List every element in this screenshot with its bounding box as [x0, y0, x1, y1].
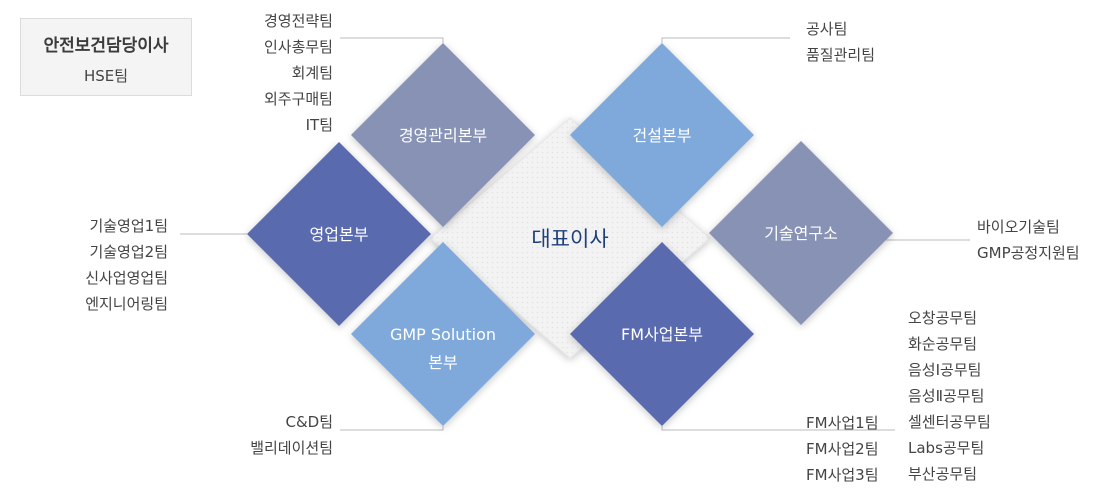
team-item: 바이오기술팀 — [977, 218, 1060, 236]
hse-team-label: HSE팀 — [83, 67, 129, 85]
division-fm-label: FM사업본부 — [621, 325, 703, 344]
team-item: IT팀 — [305, 116, 333, 134]
team-item: Labs공무팀 — [908, 439, 985, 457]
team-item: 신사업영업팀 — [85, 269, 168, 287]
team-item: 화순공무팀 — [908, 335, 978, 353]
team-item: 엔지니어링팀 — [85, 295, 168, 313]
gmp-team-list: C&D팀 밸리데이션팀 — [250, 409, 333, 461]
team-item: GMP공정지원팀 — [977, 244, 1080, 262]
division-gmp-solution[interactable]: GMP Solution 본부 — [351, 242, 535, 426]
division-gmp-solution-label-line2: 본부 — [428, 353, 457, 372]
team-item: 음성Ⅰ공무팀 — [908, 361, 982, 379]
sales-team-list: 기술영업1팀 기술영업2팀 신사업영업팀 엔지니어링팀 — [85, 213, 168, 317]
connector-gmp — [340, 426, 444, 431]
division-research[interactable]: 기술연구소 — [709, 141, 893, 325]
division-fm[interactable]: FM사업본부 — [570, 242, 754, 426]
division-construction[interactable]: 건설본부 — [570, 43, 754, 227]
fm-team-list: FM사업1팀 FM사업2팀 FM사업3팀 — [806, 410, 879, 488]
team-item: 품질관리팀 — [806, 46, 876, 64]
team-item: 음성Ⅱ공무팀 — [908, 387, 985, 405]
division-gmp-solution-label-line1: GMP Solution — [390, 325, 496, 344]
connector-management — [340, 37, 444, 43]
division-management[interactable]: 경영관리본부 — [351, 43, 535, 227]
division-sales-shape — [247, 142, 431, 326]
team-item: C&D팀 — [285, 413, 333, 431]
team-item: 회계팀 — [291, 64, 333, 82]
division-research-shape — [709, 141, 893, 325]
management-team-list: 경영전략팀 인사총무팀 회계팀 외주구매팀 IT팀 — [264, 8, 333, 138]
team-item: FM사업2팀 — [806, 440, 879, 458]
team-item: 기술영업1팀 — [89, 217, 168, 235]
division-fm-shape — [570, 242, 754, 426]
team-item: FM사업1팀 — [806, 414, 879, 432]
team-item: FM사업3팀 — [806, 466, 879, 484]
division-construction-label: 건설본부 — [633, 126, 692, 145]
safety-officer-title: 안전보건담당이사 — [43, 36, 169, 56]
research-team-list: 바이오기술팀 GMP공정지원팀 — [977, 214, 1080, 266]
division-construction-shape — [570, 43, 754, 227]
safety-officer-box: 안전보건담당이사 HSE팀 — [20, 18, 192, 96]
team-item: 오창공무팀 — [908, 309, 978, 327]
team-item: 셀센터공무팀 — [908, 413, 991, 431]
division-management-label: 경영관리본부 — [399, 126, 487, 145]
division-management-shape — [351, 43, 535, 227]
division-gmp-solution-shape — [351, 242, 535, 426]
team-item: 밸리데이션팀 — [250, 439, 333, 457]
team-item: 경영전략팀 — [263, 12, 333, 30]
construction-team-list: 공사팀 품질관리팀 — [806, 16, 875, 68]
division-research-label: 기술연구소 — [764, 224, 838, 243]
ceo-label: 대표이사 — [531, 227, 608, 251]
fm-sites-team-list: 오창공무팀 화순공무팀 음성Ⅰ공무팀 음성Ⅱ공무팀 셀센터공무팀 Labs공무팀… — [908, 305, 991, 487]
connector-fm — [661, 426, 895, 431]
team-item: 부산공무팀 — [908, 465, 978, 483]
division-sales[interactable]: 영업본부 — [247, 142, 431, 326]
team-item: 기술영업2팀 — [89, 243, 168, 261]
team-item: 외주구매팀 — [263, 90, 333, 108]
connector-construction — [661, 37, 790, 43]
team-item: 인사총무팀 — [263, 38, 333, 56]
team-item: 공사팀 — [806, 20, 848, 38]
division-sales-label: 영업본부 — [310, 225, 369, 244]
